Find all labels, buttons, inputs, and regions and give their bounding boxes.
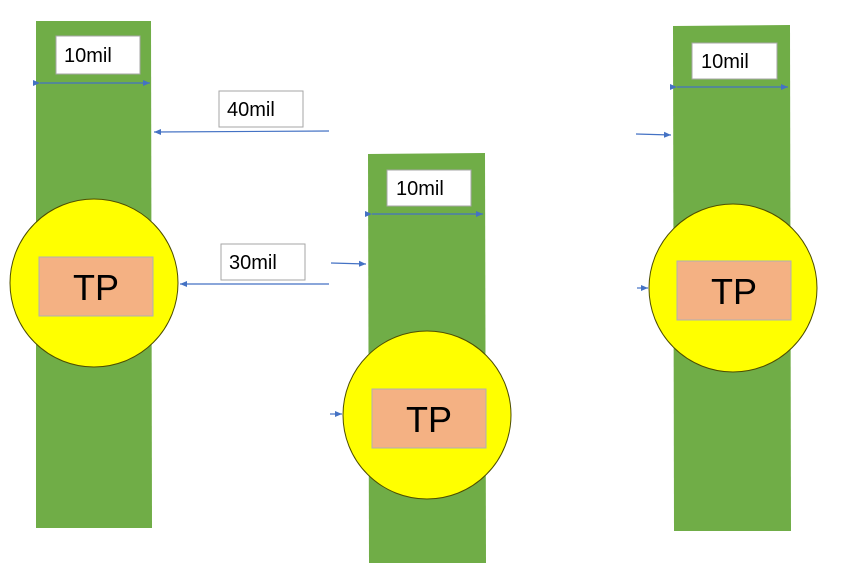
trace-1: 10mil TP <box>9 21 179 528</box>
trace-1-tp-label: TP <box>73 267 119 308</box>
trace-3-tp-label: TP <box>711 271 757 312</box>
trace-1-width-label-box <box>55 35 141 75</box>
trace-2: 10mil TP <box>342 153 512 563</box>
trace-3: 10mil TP <box>648 25 818 531</box>
trace-2-width-label-box <box>386 169 472 207</box>
trace-to-trace-clearance: 40mil <box>153 90 672 138</box>
trace-2-tp-label: TP <box>406 399 452 440</box>
trace-2-tp-box <box>371 388 487 449</box>
trace-1-width-label: 10mil <box>64 45 112 67</box>
trace-3-width-label-box <box>691 42 778 80</box>
trace-clearance-arrow <box>153 128 330 135</box>
pad-to-trace-clearance: 30mil <box>180 243 648 417</box>
trace-clearance-arrow-right <box>635 131 672 138</box>
trace-clearance-label-box <box>218 90 304 128</box>
trace-3-width-label: 10mil <box>701 51 749 73</box>
trace-clearance-label: 40mil <box>227 99 275 121</box>
trace-1-tp-box <box>38 256 154 317</box>
pad-clearance-arrow-to-trace-2 <box>330 260 367 267</box>
trace-3-tp-box <box>676 260 792 321</box>
pad-clearance-label: 30mil <box>229 252 277 274</box>
trace-2-width-label: 10mil <box>396 178 444 200</box>
pad-clearance-label-box <box>220 243 306 281</box>
